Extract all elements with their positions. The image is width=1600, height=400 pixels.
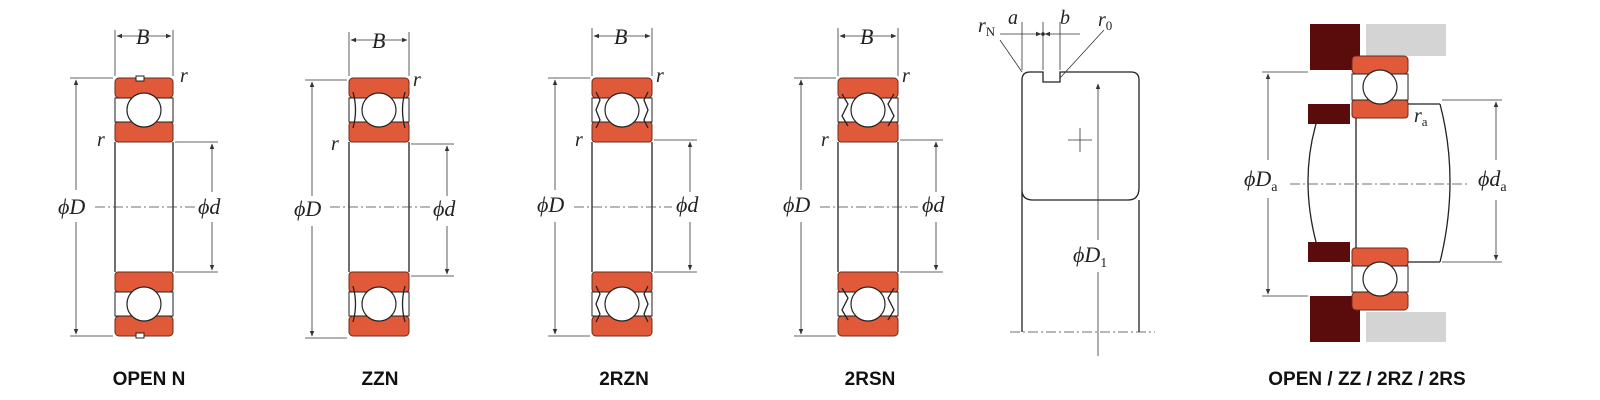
label-r-outer-3: r [656,65,664,87]
label-B-2: B [372,28,385,53]
bearing-section-bottom [114,271,174,339]
caption-2rzn: 2RZN [599,369,649,390]
label-rN: rN [978,15,996,39]
housing-gray-bottom [1366,312,1446,342]
snap-groove-top [135,75,145,82]
label-phi-d-2: ϕd [433,196,456,221]
view-groove-detail [999,22,1155,356]
view-2rzn [548,28,697,337]
shaft-shoulder-top [1308,104,1350,124]
caption-2rsn: 2RSN [845,369,896,390]
label-r-outer-4: r [902,65,910,87]
label-B-4: B [860,24,873,49]
label-r-inner-3: r [575,129,583,151]
label-a: a [1008,7,1018,29]
label-B-1: B [136,24,149,49]
label-r-outer-1: r [180,65,188,87]
view-zzn [305,32,454,339]
label-phi-D1: ϕD1 [1073,242,1107,271]
view-2rsn [794,28,943,337]
caption-zzn: ZZN [362,369,399,390]
label-phi-da: ϕda [1478,166,1507,195]
label-phi-Da: ϕDa [1244,166,1278,195]
shaft-shoulder-bottom [1308,242,1350,262]
view-open-n [70,30,218,339]
label-r-outer-2: r [413,69,421,91]
label-phi-d-4: ϕd [922,192,945,217]
label-B-3: B [614,24,627,49]
label-ra: ra [1414,105,1428,129]
snap-groove-bottom [135,332,145,339]
bearing-section-top [114,75,174,143]
label-r-inner-2: r [331,133,339,155]
ball-bottom [126,286,162,322]
label-phi-D-1: ϕD [58,194,85,219]
caption-open-n: OPEN N [113,369,186,390]
label-r-inner-4: r [821,129,829,151]
label-phi-D-3: ϕD [537,192,564,217]
label-phi-D-4: ϕD [783,192,810,217]
label-r-inner-1: r [97,129,105,151]
label-phi-D-2: ϕD [294,196,321,221]
label-phi-d-1: ϕd [198,194,221,219]
label-b: b [1060,7,1070,29]
housing-gray-top [1366,24,1446,56]
caption-mounting: OPEN / ZZ / 2RZ / 2RS [1268,369,1465,390]
label-phi-d-3: ϕd [676,192,699,217]
view-mounting [1262,24,1502,342]
ball-top [126,92,162,128]
label-r0: r0 [1098,9,1112,33]
